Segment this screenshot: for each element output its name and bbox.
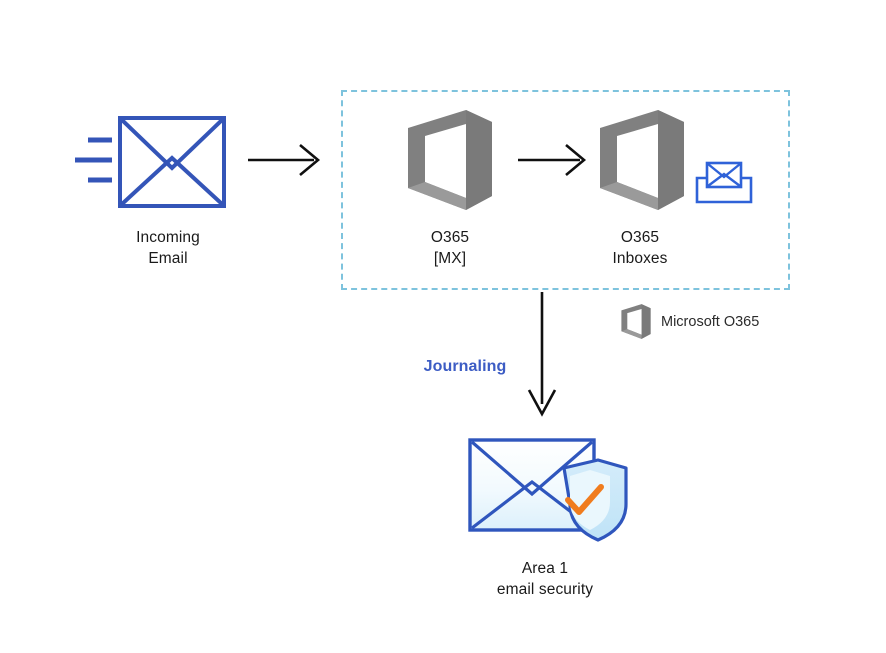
office-365-icon: [600, 110, 684, 210]
edge-incoming-to-mx: [248, 142, 328, 178]
label-o365-mx: O365 [MX]: [380, 227, 520, 269]
label-incoming-email-line1: Incoming: [136, 229, 200, 246]
edge-mx-to-inboxes: [518, 142, 598, 178]
label-area1-line1: Area 1: [521, 560, 569, 577]
label-o365-mx-line1: O365: [430, 229, 470, 246]
node-incoming-email[interactable]: [70, 112, 230, 212]
office-365-icon: [621, 304, 651, 339]
edge-label-journaling: Journaling: [423, 358, 507, 375]
office-365-icon: [408, 110, 492, 210]
node-area1-email-security[interactable]: [466, 432, 638, 544]
legend-microsoft-o365: Microsoft O365: [620, 303, 759, 340]
label-area1-email-security: Area 1 email security: [475, 558, 615, 600]
label-o365-mx-line2: [MX]: [433, 250, 467, 267]
node-o365-mx[interactable]: [404, 108, 496, 212]
label-area1-line2: email security: [496, 581, 594, 598]
node-o365-inboxes[interactable]: [596, 108, 688, 212]
envelope-icon: [75, 116, 226, 208]
inbox-tray-envelope-icon: [695, 161, 753, 204]
o365-boundary-zone: [341, 90, 790, 290]
label-incoming-email-line2: Email: [148, 250, 188, 267]
label-o365-inboxes-line2: Inboxes: [612, 250, 668, 267]
label-o365-inboxes-line1: O365: [620, 229, 660, 246]
edge-inboxes-to-area1: [524, 292, 560, 418]
legend-label: Microsoft O365: [661, 313, 760, 330]
secure-email-shield-icon: [468, 438, 628, 542]
node-inbox-badge[interactable]: [693, 158, 755, 208]
